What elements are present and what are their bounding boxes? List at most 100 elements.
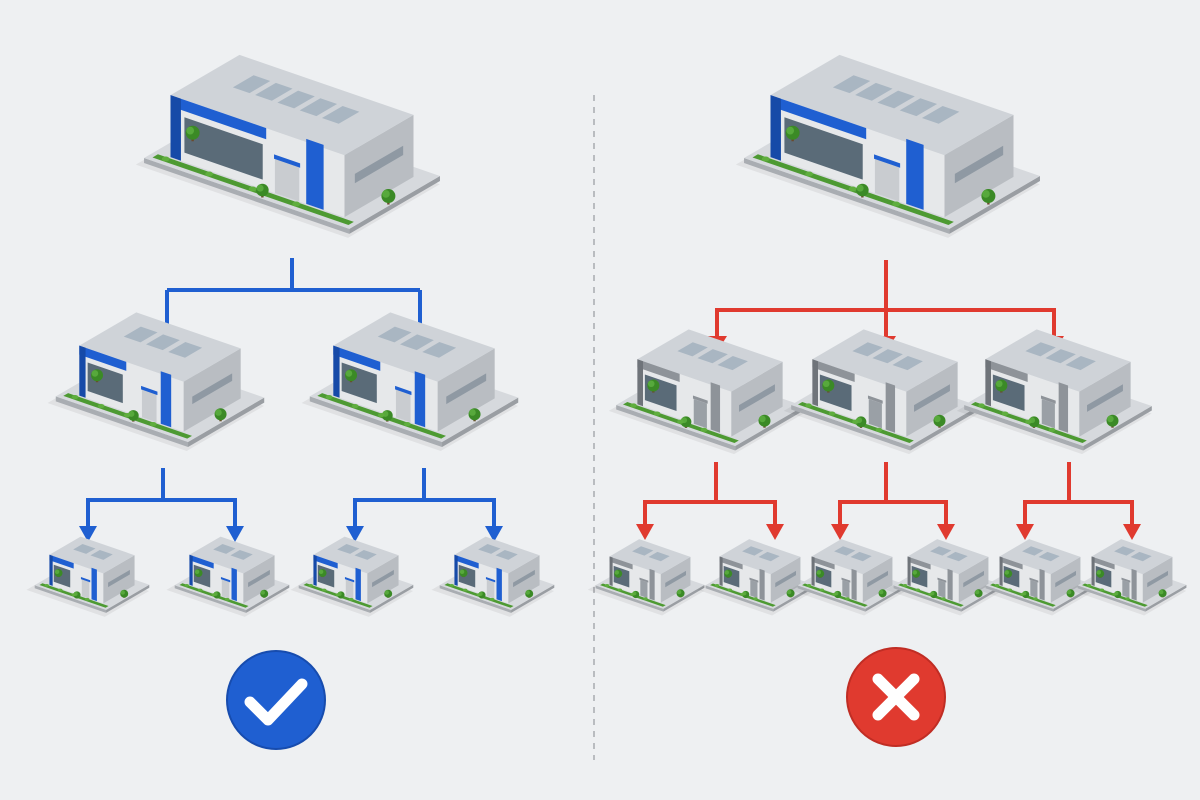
bush [335,593,340,597]
skylight [90,549,113,560]
lot-edge [616,404,736,451]
front-wall [999,556,1051,603]
skylight [677,342,708,357]
facade-band [333,345,381,371]
trunk-line [715,260,888,342]
bush [978,403,985,408]
arrow-head [226,526,244,542]
skylight [377,326,412,343]
side-windows [739,384,775,412]
bush [761,156,770,162]
tree-highlight [1158,589,1164,595]
front-wall [79,345,184,432]
skylight [232,75,271,94]
lot-edge [964,404,1084,451]
facade-corner [1091,556,1095,587]
skylight [855,82,893,101]
tier3-warehouse-4 [885,539,1003,616]
tree-highlight [856,184,864,192]
bush [941,597,946,601]
door-frame [749,577,759,583]
arrow-head [831,524,849,540]
tree-highlight [384,590,389,595]
facade-tower [649,568,655,601]
side-windows [354,145,404,184]
loading-door [345,579,354,599]
lot-edge [34,585,107,613]
front-wall [1091,556,1143,603]
check-icon [244,678,308,726]
skylight [73,543,96,554]
facade-band [999,556,1023,570]
tree-highlight [382,190,390,198]
side-windows [775,570,796,588]
door-frame [485,577,496,583]
side-windows [513,569,535,588]
bush [211,593,216,597]
facade-tower [1058,382,1069,433]
door-frame [1040,395,1056,404]
tree-highlight [974,589,980,595]
facade-band [770,95,867,140]
front-wall [313,554,368,604]
lot-edge [298,585,371,613]
facade-corner [189,554,193,586]
skylight [337,543,360,554]
bush [184,583,189,587]
tier3-warehouse-4 [431,536,555,617]
tier2-warehouse-1 [47,312,265,452]
arrow-head [346,526,364,542]
facade-band [1091,556,1115,570]
bush [449,583,454,587]
loading-door [868,398,882,429]
lot-edge [1077,585,1146,612]
tree-highlight [822,380,830,388]
root-warehouse [135,54,440,238]
tree-highlight [934,415,941,423]
connector-tier2-a [636,462,784,540]
skylight [872,349,903,364]
bush [489,597,495,601]
front-wall [985,359,1080,437]
skylight [648,551,670,562]
tree-highlight [459,569,465,575]
tier2-warehouse-2 [301,312,519,452]
tier3-warehouse-3 [290,536,414,617]
front-wall [637,359,732,437]
facade-corner [454,554,458,586]
loading-door [81,579,90,599]
loading-door [1030,579,1038,599]
side-windows [108,569,130,588]
connector-tier2-b [346,468,503,542]
door-frame [80,577,91,583]
facade-tower [759,568,765,601]
skylight [632,546,654,556]
front-wall [333,345,438,432]
front-wall [49,554,104,604]
tree-highlight [676,589,682,595]
bush [740,592,745,596]
front-wall [609,556,661,603]
skylight [123,326,158,343]
side-windows [248,569,270,588]
lot-edge [985,585,1054,612]
facade-band [609,556,633,570]
tree-highlight [120,590,125,595]
facade-tower [306,138,324,210]
tree-highlight [816,570,821,575]
tree-highlight [786,589,792,595]
tree-highlight [982,190,990,198]
lot-edge [106,584,150,613]
skylight [899,98,938,117]
skylight [892,356,923,371]
bush [84,597,90,601]
skylight [946,551,968,562]
bush [1099,588,1105,592]
bush [377,413,385,418]
door-frame [1121,577,1131,583]
skylight [697,349,728,364]
bush [58,588,63,592]
side-windows [867,570,888,588]
tree-highlight [878,589,884,595]
front-wall [811,556,863,603]
